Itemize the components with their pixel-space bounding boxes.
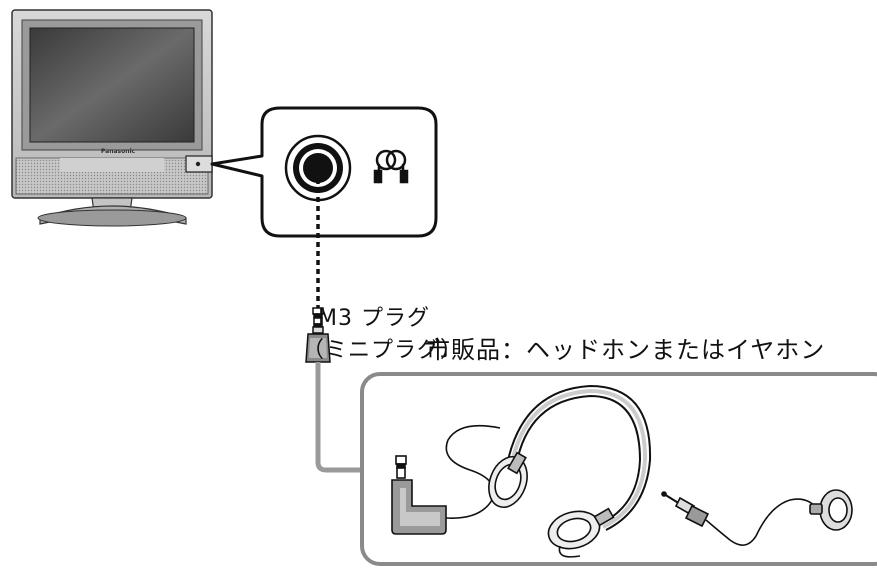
headphones-icon	[391, 384, 652, 558]
plug-label-line1: M3 プラグ	[318, 306, 430, 331]
headphone-jack-icon	[284, 134, 352, 202]
headphone-symbol-icon	[373, 149, 409, 184]
cable	[315, 362, 372, 473]
plug-label-line2: （ミニプラグ）	[302, 338, 464, 363]
mini-plug-icon	[305, 307, 331, 363]
tv-brand-logo: Panasonic	[100, 148, 136, 155]
earphone-icon	[661, 489, 853, 546]
product-frame	[360, 372, 877, 566]
tv-monitor-icon	[11, 9, 213, 227]
product-label: 市販品：ヘッドホンまたはイヤホン	[426, 336, 826, 364]
